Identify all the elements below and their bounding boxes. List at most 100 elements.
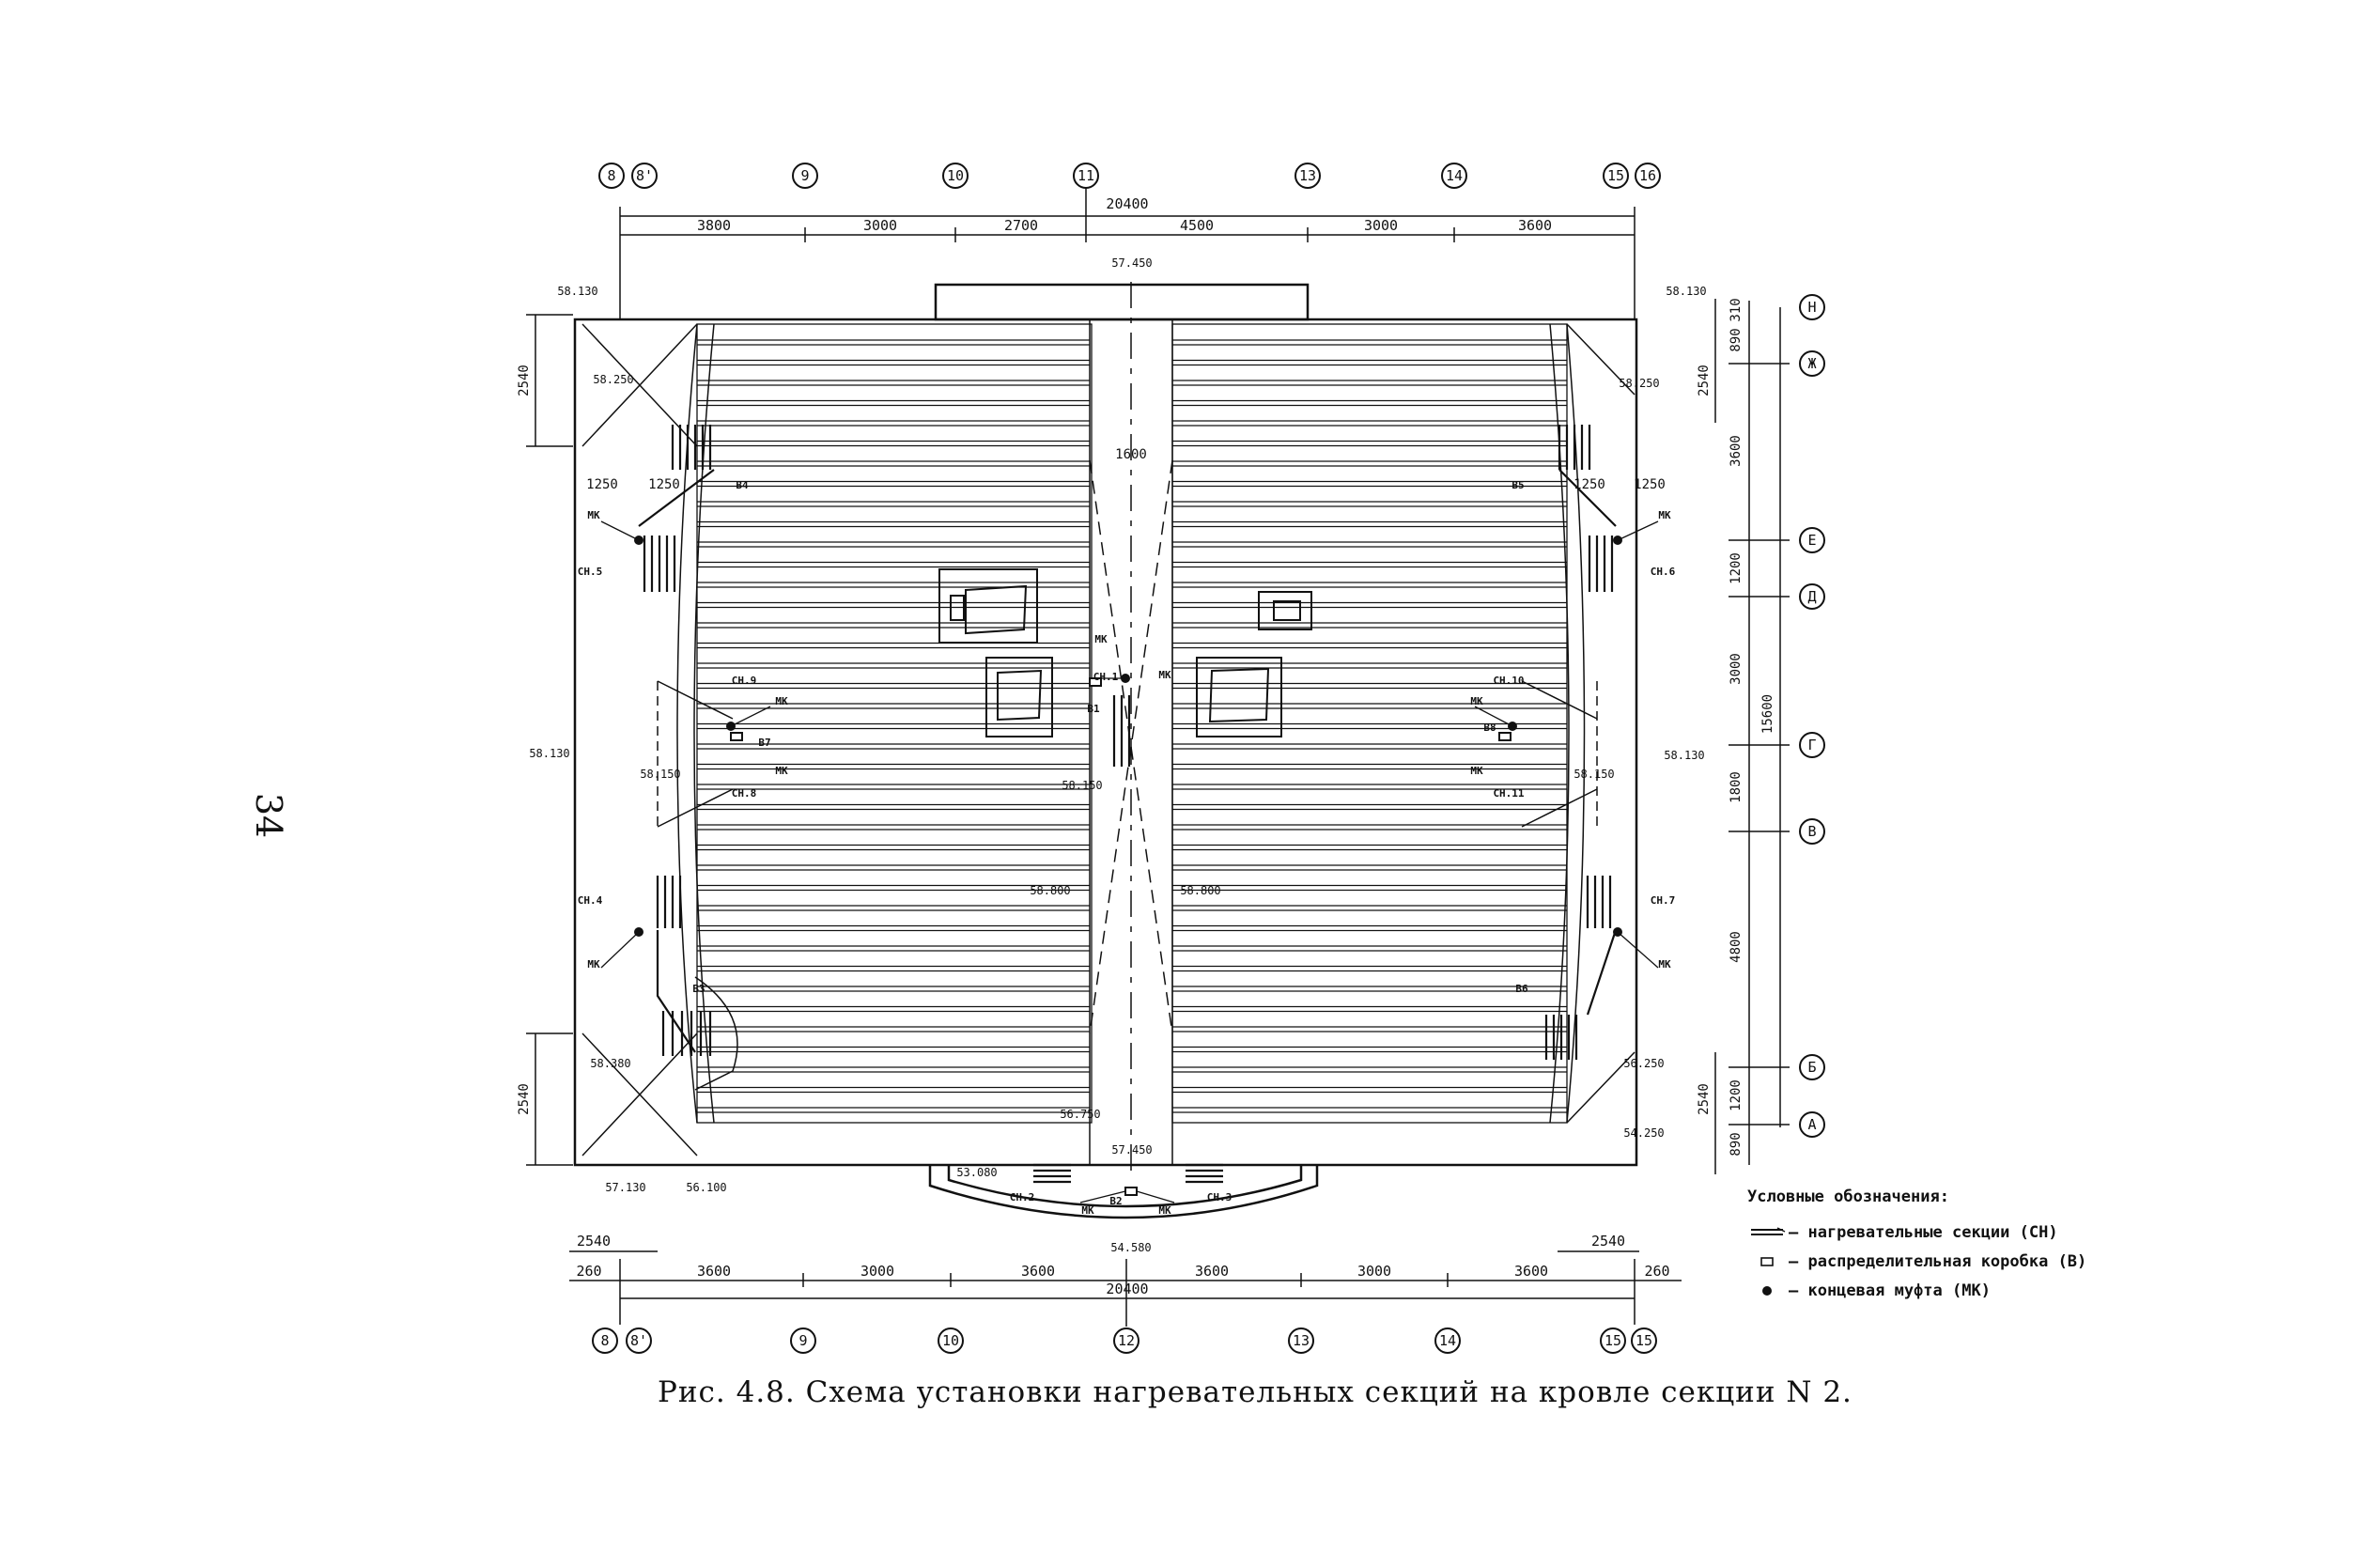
elevation: 58.130 — [557, 285, 597, 298]
legend-item-label: – нагревательные секции (СН) — [1789, 1222, 2058, 1242]
elevation: 58.130 — [529, 747, 569, 760]
mk-label: МК — [775, 765, 788, 777]
mk-label: МК — [1158, 669, 1171, 681]
dim-segment: 1250 — [586, 477, 618, 492]
elevation: 58.250 — [593, 373, 633, 386]
mk-label: МК — [587, 509, 600, 521]
central-valley — [1089, 282, 1173, 1174]
axis-label: Ж — [1807, 355, 1816, 372]
section-label: СН.11 — [1493, 787, 1524, 800]
dim-segment: 3600 — [1021, 1263, 1055, 1280]
dim-segment: 3600 — [1195, 1263, 1229, 1280]
axis-label: 14 — [1439, 1332, 1456, 1349]
elevation: 53.080 — [956, 1166, 997, 1179]
legend: Условные обозначения: – нагревательные с… — [1747, 1188, 2086, 1305]
axis-label: 8' — [636, 167, 653, 184]
dimension-values-bottom: 260 3600 3000 3600 3600 3000 3600 260 20… — [576, 1233, 1669, 1297]
section-label: СН.5 — [578, 566, 603, 578]
axis-label: 9 — [800, 167, 809, 184]
elevation: 56.100 — [686, 1181, 726, 1194]
axis-label: Г — [1807, 737, 1816, 753]
dimension-chain-right — [1714, 299, 1790, 1174]
elevation: 54.250 — [1623, 1126, 1664, 1140]
axis-label: 15 — [1636, 1332, 1652, 1349]
mk-label: МК — [1658, 958, 1671, 970]
axis-markers-right — [1799, 294, 1825, 1138]
box-label: В2 — [1109, 1195, 1122, 1207]
dim-segment: 1200 — [1729, 552, 1744, 584]
axis-label: 13 — [1299, 167, 1316, 184]
dim-total: 20400 — [1106, 1281, 1148, 1297]
section-label: СН.6 — [1651, 566, 1676, 578]
mk-label: МК — [1081, 1204, 1094, 1217]
axis-label: 9 — [798, 1332, 807, 1349]
box-label: В7 — [758, 737, 770, 749]
axis-label: 13 — [1293, 1332, 1310, 1349]
dim-segment: 3000 — [1357, 1263, 1391, 1280]
dim-segment: 3800 — [697, 217, 731, 234]
section-label: СН.10 — [1493, 675, 1524, 687]
section-label: СН.2 — [1010, 1191, 1035, 1203]
legend-item-label: – распределительная коробка (В) — [1789, 1251, 2087, 1271]
elevation: 58.130 — [1666, 285, 1706, 298]
dim-segment: 3000 — [863, 217, 897, 234]
dim-segment: 2540 — [517, 365, 532, 396]
axis-label: Д — [1807, 588, 1816, 605]
box-labels: В1 В2 В3 В4 В5 В6 В7 В8 — [692, 479, 1528, 1207]
elevation: 54.580 — [1110, 1241, 1151, 1254]
elevation: 57.450 — [1111, 1143, 1152, 1157]
elevation-marks: 57.450 57.450 58.130 58.130 58.130 58.13… — [529, 256, 1706, 1254]
roof-panel-left — [696, 323, 1093, 1124]
mk-label: МК — [1470, 765, 1483, 777]
axis-label: В — [1807, 823, 1816, 840]
elevation: 58.150 — [1062, 779, 1102, 792]
axis-label: 10 — [947, 167, 964, 184]
elevation: 57.130 — [605, 1181, 645, 1194]
vent-blocks — [938, 568, 1312, 737]
axis-labels-right: Н Ж Е Д Г В Б А — [1807, 299, 1816, 1133]
roof-outline — [573, 283, 1638, 1219]
legend-item-heating-section: – нагревательные секции (СН) — [1747, 1218, 2086, 1247]
roof-panel-right — [1171, 323, 1568, 1124]
axis-markers-bottom — [592, 1327, 1657, 1354]
elevation: 57.450 — [1111, 256, 1152, 270]
axis-label: Н — [1807, 299, 1816, 316]
section-label: СН.9 — [732, 675, 757, 687]
section-label: СН.8 — [732, 787, 757, 800]
mk-label: МК — [1470, 695, 1483, 707]
box-label: В8 — [1483, 722, 1496, 734]
elevation: 58.800 — [1030, 884, 1070, 897]
junction-box-icon — [1747, 1255, 1789, 1268]
dim-segment: 2540 — [577, 1233, 611, 1250]
axis-label: 12 — [1118, 1332, 1135, 1349]
dimension-chain-top — [619, 188, 1636, 319]
mk-label: МК — [1094, 633, 1108, 645]
elevation: 58.800 — [1180, 884, 1220, 897]
end-coupling-icon — [1747, 1284, 1789, 1297]
elevation: 58.380 — [590, 1057, 630, 1070]
section-label: СН.4 — [578, 894, 603, 907]
heating-sections — [638, 425, 1618, 1184]
dim-segment: 1600 — [1115, 447, 1147, 462]
mk-label: МК — [587, 958, 600, 970]
elevation: 58.150 — [640, 768, 680, 781]
legend-item-junction-box: – распределительная коробка (В) — [1747, 1247, 2086, 1276]
elevation: 56.250 — [1623, 1057, 1664, 1070]
dim-segment: 3600 — [697, 1263, 731, 1280]
mk-label: МК — [1658, 509, 1671, 521]
figure-caption: Рис. 4.8. Схема установки нагревательных… — [658, 1375, 1853, 1409]
dim-segment: 1250 — [1574, 477, 1605, 492]
axis-label: Е — [1807, 532, 1816, 549]
axis-labels-bottom: 8 8' 9 10 12 13 14 15 15 — [600, 1332, 1652, 1349]
dimension-values-left: 2540 2540 1250 1250 1600 1250 1250 — [517, 365, 1666, 1115]
page-number: 34 — [248, 792, 290, 839]
box-label: В3 — [692, 983, 705, 995]
dim-segment: 1200 — [1729, 1079, 1744, 1111]
axis-label: А — [1807, 1116, 1816, 1133]
dim-segment: 260 — [1644, 1263, 1669, 1280]
axis-label: 8' — [630, 1332, 647, 1349]
dim-segment: 2540 — [1697, 1083, 1712, 1115]
dim-total: 20400 — [1106, 195, 1148, 212]
dim-segment: 890 — [1729, 1132, 1744, 1156]
